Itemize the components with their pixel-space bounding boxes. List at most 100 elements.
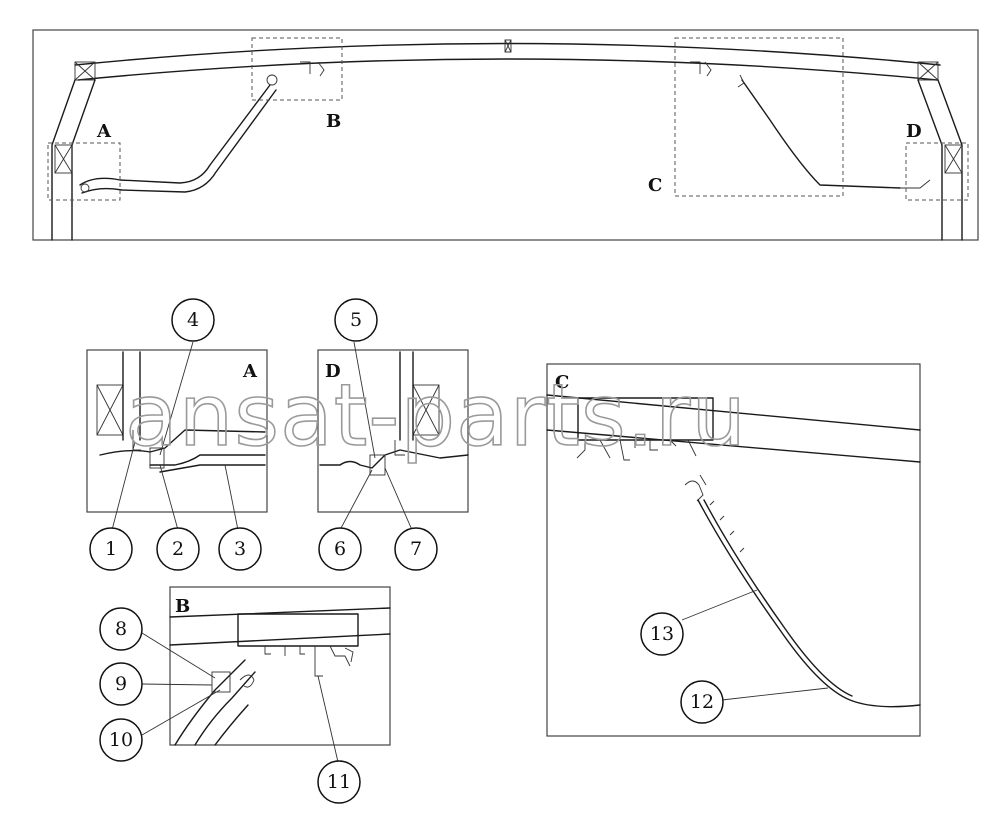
- callout-circle-1: [89, 527, 133, 571]
- detail-a-seal-top: [99, 429, 266, 456]
- region-label-b: B: [326, 111, 341, 132]
- detail-a-pillar-lines: [122, 351, 141, 441]
- detail-b-label: B: [175, 596, 190, 617]
- detail-b-seal-inner: [194, 671, 256, 746]
- overview-panel: A B C D: [32, 29, 979, 241]
- leader-5: [353, 341, 376, 459]
- detail-d-pillar-lines: [399, 351, 414, 441]
- region-label-a: A: [96, 121, 112, 142]
- callout-circle-9: [99, 662, 143, 706]
- detail-c-frame: [546, 363, 921, 737]
- detail-d-pillar-cross: [412, 384, 440, 436]
- detail-c-seal-line-2: [703, 499, 853, 697]
- left-pillar-block: [54, 144, 73, 174]
- detail-d-bracket: [394, 440, 405, 456]
- right-corner-cross: [917, 61, 939, 81]
- right-pillar-inner: [917, 79, 943, 241]
- detail-b-frame: [169, 586, 391, 746]
- detail-b-header-block: [237, 613, 359, 647]
- callout-circle-11: [317, 760, 361, 804]
- left-pillar-inner: [71, 79, 96, 241]
- left-seal-outer: [79, 84, 271, 186]
- detail-b-panel: B 8 9 10 11: [99, 586, 391, 804]
- leader-6: [339, 469, 373, 531]
- left-corner-block: [74, 61, 96, 81]
- detail-a-frame: [86, 349, 268, 513]
- detail-a-label: A: [242, 361, 258, 382]
- callout-circle-12: [680, 680, 724, 724]
- detail-c-header-block: [577, 397, 714, 441]
- right-seal-ends: [737, 74, 931, 189]
- leader-13: [681, 589, 758, 621]
- callout-circle-10: [99, 718, 143, 762]
- callout-label-13: 13: [650, 623, 674, 645]
- detail-a-pillar-cross: [96, 384, 124, 436]
- detail-d-frame: [317, 349, 469, 513]
- callout-label-7: 7: [410, 538, 422, 560]
- callout-circle-8: [99, 607, 143, 651]
- detail-c-roof-lines: [546, 394, 921, 463]
- detail-c-seal-line: [697, 499, 921, 708]
- right-seal-line: [741, 79, 901, 189]
- leader-8: [141, 632, 216, 679]
- callout-circle-5: [334, 298, 378, 342]
- detail-d-panel: D 5 6 7: [317, 298, 469, 571]
- detail-d-clip: [369, 454, 386, 476]
- roof-inner-line: [77, 58, 938, 81]
- detail-b-clips: [264, 645, 354, 677]
- detail-a-seal-mid: [149, 454, 266, 466]
- right-top-clip: [690, 61, 712, 77]
- detail-b-hook: [239, 674, 255, 688]
- callout-label-6: 6: [334, 538, 346, 560]
- leader-1: [111, 441, 136, 531]
- callout-label-12: 12: [690, 691, 714, 713]
- region-c-box: [674, 37, 844, 197]
- callout-label-11: 11: [327, 771, 351, 793]
- region-b-box: [251, 37, 343, 101]
- callout-circle-3: [218, 527, 262, 571]
- detail-b-seal-edge: [214, 704, 249, 746]
- callout-circle-2: [156, 527, 200, 571]
- region-a-box: [47, 142, 121, 201]
- callout-label-1: 1: [105, 538, 117, 560]
- detail-a-panel: A 4 1 2 3: [86, 298, 268, 571]
- overview-frame: [32, 29, 979, 241]
- callout-label-9: 9: [115, 673, 127, 695]
- callout-label-2: 2: [172, 538, 184, 560]
- callout-label-8: 8: [115, 618, 127, 640]
- detail-b-clip-block: [211, 671, 231, 693]
- region-d-box: [905, 142, 969, 201]
- callout-circle-13: [640, 612, 684, 656]
- left-top-clip: [300, 61, 325, 77]
- leader-9: [141, 683, 213, 686]
- callout-label-4: 4: [187, 309, 199, 331]
- detail-b-seal-outer: [174, 659, 246, 746]
- right-corner-block: [917, 61, 939, 81]
- left-pillar-outer: [51, 79, 76, 241]
- center-mark: [504, 39, 512, 53]
- right-pillar-block: [944, 144, 963, 174]
- detail-c-clips: [576, 439, 697, 461]
- region-label-c: C: [648, 175, 662, 196]
- leader-10: [141, 689, 221, 736]
- region-label-d: D: [906, 121, 922, 142]
- detail-b-roof-lines: [169, 607, 391, 646]
- detail-c-teeth: [709, 500, 745, 553]
- detail-c-upper-hook: [684, 474, 707, 502]
- leader-3: [224, 464, 239, 531]
- detail-c-panel: C 13 12: [546, 363, 921, 737]
- leader-12: [721, 687, 829, 701]
- leader-11: [317, 675, 339, 763]
- callout-circle-6: [318, 527, 362, 571]
- callout-label-5: 5: [350, 309, 362, 331]
- leader-4: [159, 341, 194, 456]
- left-pillar-block-cross: [54, 144, 73, 174]
- leader-2: [159, 464, 179, 531]
- leader-7: [384, 467, 413, 531]
- callout-label-10: 10: [109, 729, 133, 751]
- callout-circle-7: [394, 527, 438, 571]
- detail-c-label: C: [555, 372, 569, 393]
- left-seal-inner: [81, 89, 277, 194]
- left-corner-cross: [74, 61, 96, 81]
- detail-a-seal-low: [159, 464, 266, 473]
